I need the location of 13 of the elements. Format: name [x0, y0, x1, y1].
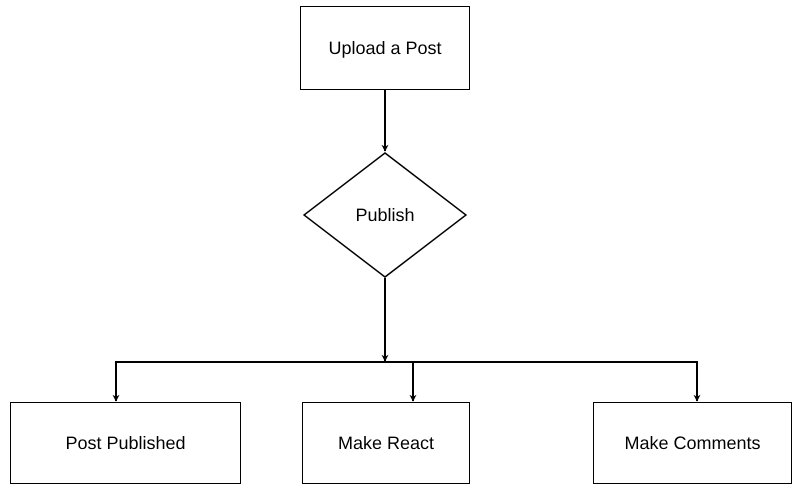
arrow	[382, 278, 388, 362]
node-label: Make Comments	[624, 432, 761, 454]
node-label: Post Published	[65, 432, 186, 454]
process-box	[300, 6, 470, 90]
node-label: Publish	[355, 204, 415, 226]
node-label: Upload a Post	[328, 36, 442, 60]
arrow	[112, 361, 385, 402]
arrow	[385, 361, 700, 402]
arrow	[382, 90, 388, 152]
process-box	[302, 402, 470, 484]
process-box	[593, 402, 792, 484]
process-box	[10, 402, 241, 484]
node-label: Make React	[338, 432, 434, 454]
